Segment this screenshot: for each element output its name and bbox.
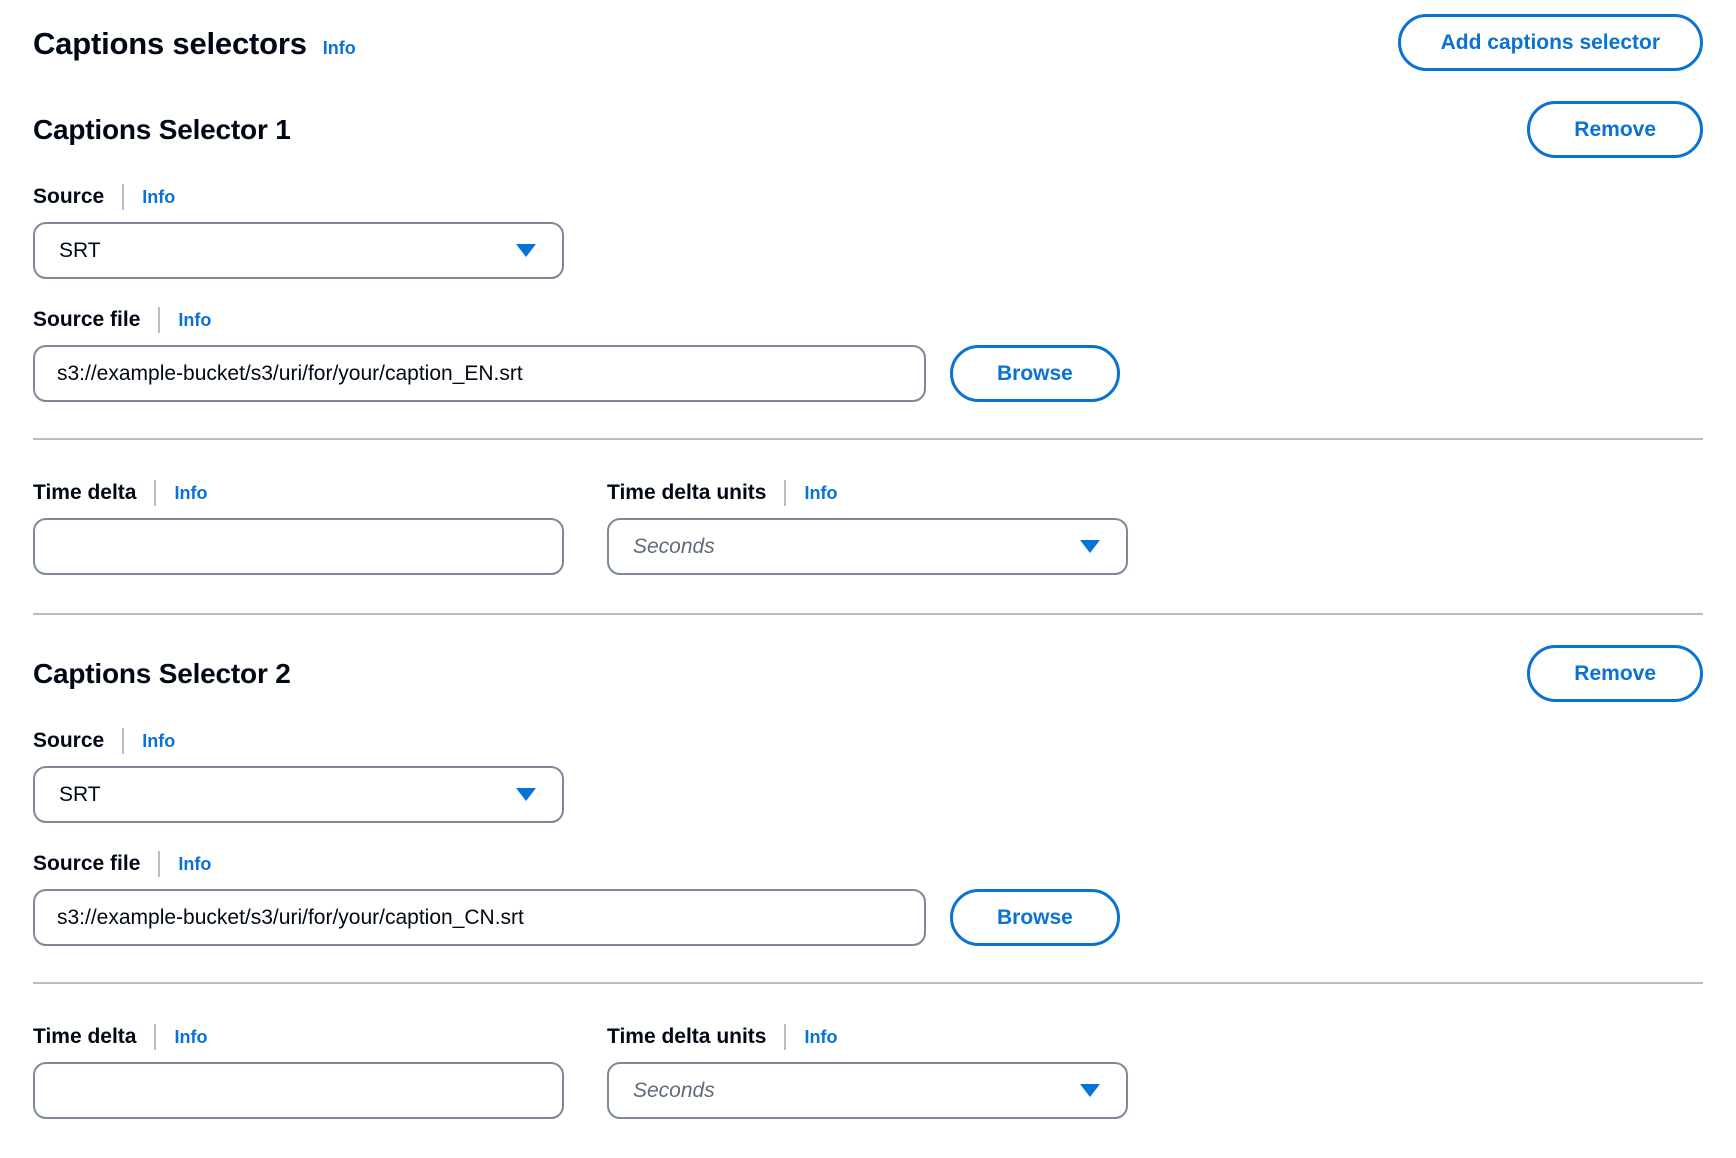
section-header: Captions Selector 1 Remove bbox=[33, 101, 1703, 158]
time-delta-units-label: Time delta units bbox=[607, 1025, 767, 1048]
page-header: Captions selectors Info Add captions sel… bbox=[33, 14, 1703, 71]
time-delta-row: Time delta Info Time delta units Info Se… bbox=[33, 442, 1703, 575]
time-delta-row: Time delta Info Time delta units Info Se… bbox=[33, 986, 1703, 1119]
captions-selector-2-section: Captions Selector 2 Remove Source Info S… bbox=[33, 645, 1703, 1119]
source-file-info-link[interactable]: Info bbox=[178, 309, 212, 330]
source-file-label: Source file bbox=[33, 308, 141, 331]
captions-selectors-panel: Captions selectors Info Add captions sel… bbox=[33, 14, 1703, 1119]
divider bbox=[33, 982, 1703, 984]
browse-button[interactable]: Browse bbox=[950, 345, 1120, 402]
section-header: Captions Selector 2 Remove bbox=[33, 645, 1703, 702]
time-delta-units-placeholder: Seconds bbox=[633, 534, 715, 558]
label-separator bbox=[158, 851, 161, 877]
time-delta-units-select[interactable]: Seconds bbox=[607, 518, 1128, 575]
label-separator bbox=[784, 480, 787, 506]
chevron-down-icon bbox=[1080, 1084, 1100, 1097]
source-file-info-link[interactable]: Info bbox=[178, 853, 212, 874]
source-file-label: Source file bbox=[33, 852, 141, 875]
section-title: Captions Selector 2 bbox=[33, 657, 291, 689]
section-title: Captions Selector 1 bbox=[33, 113, 291, 145]
divider bbox=[33, 438, 1703, 440]
time-delta-label-row: Time delta Info bbox=[33, 480, 564, 506]
source-select[interactable]: SRT bbox=[33, 222, 564, 279]
time-delta-units-placeholder: Seconds bbox=[633, 1078, 715, 1102]
time-delta-input[interactable] bbox=[33, 518, 564, 575]
time-delta-label: Time delta bbox=[33, 1025, 137, 1048]
page-title: Captions selectors bbox=[33, 26, 307, 61]
time-delta-label-row: Time delta Info bbox=[33, 1024, 564, 1050]
source-select[interactable]: SRT bbox=[33, 766, 564, 823]
time-delta-input[interactable] bbox=[33, 1062, 564, 1119]
label-separator bbox=[158, 307, 161, 333]
source-label-row: Source Info bbox=[33, 728, 1703, 754]
source-file-input[interactable] bbox=[33, 345, 926, 402]
source-info-link[interactable]: Info bbox=[142, 730, 176, 751]
browse-button[interactable]: Browse bbox=[950, 889, 1120, 946]
chevron-down-icon bbox=[516, 244, 536, 257]
section-divider bbox=[33, 613, 1703, 615]
label-separator bbox=[154, 480, 157, 506]
label-separator bbox=[154, 1024, 157, 1050]
chevron-down-icon bbox=[516, 788, 536, 801]
source-file-row: Browse bbox=[33, 889, 1703, 946]
time-delta-info-link[interactable]: Info bbox=[174, 1026, 208, 1047]
remove-selector-2-button[interactable]: Remove bbox=[1527, 645, 1703, 702]
captions-selector-1-section: Captions Selector 1 Remove Source Info S… bbox=[33, 101, 1703, 575]
remove-selector-1-button[interactable]: Remove bbox=[1527, 101, 1703, 158]
time-delta-units-select[interactable]: Seconds bbox=[607, 1062, 1128, 1119]
label-separator bbox=[784, 1024, 787, 1050]
source-file-label-row: Source file Info bbox=[33, 851, 1703, 877]
time-delta-units-label: Time delta units bbox=[607, 481, 767, 504]
source-info-link[interactable]: Info bbox=[142, 186, 176, 207]
time-delta-units-info-link[interactable]: Info bbox=[804, 482, 838, 503]
source-file-label-row: Source file Info bbox=[33, 307, 1703, 333]
time-delta-units-info-link[interactable]: Info bbox=[804, 1026, 838, 1047]
source-file-input[interactable] bbox=[33, 889, 926, 946]
chevron-down-icon bbox=[1080, 540, 1100, 553]
source-select-value: SRT bbox=[59, 782, 101, 806]
source-select-value: SRT bbox=[59, 238, 101, 262]
source-label: Source bbox=[33, 729, 105, 752]
time-delta-info-link[interactable]: Info bbox=[174, 482, 208, 503]
source-label: Source bbox=[33, 185, 105, 208]
time-delta-units-label-row: Time delta units Info bbox=[607, 1024, 1128, 1050]
page-info-link[interactable]: Info bbox=[322, 38, 356, 58]
add-captions-selector-button[interactable]: Add captions selector bbox=[1397, 14, 1703, 71]
label-separator bbox=[122, 184, 125, 210]
label-separator bbox=[122, 728, 125, 754]
time-delta-label: Time delta bbox=[33, 481, 137, 504]
source-file-row: Browse bbox=[33, 345, 1703, 402]
time-delta-units-label-row: Time delta units Info bbox=[607, 480, 1128, 506]
source-label-row: Source Info bbox=[33, 184, 1703, 210]
